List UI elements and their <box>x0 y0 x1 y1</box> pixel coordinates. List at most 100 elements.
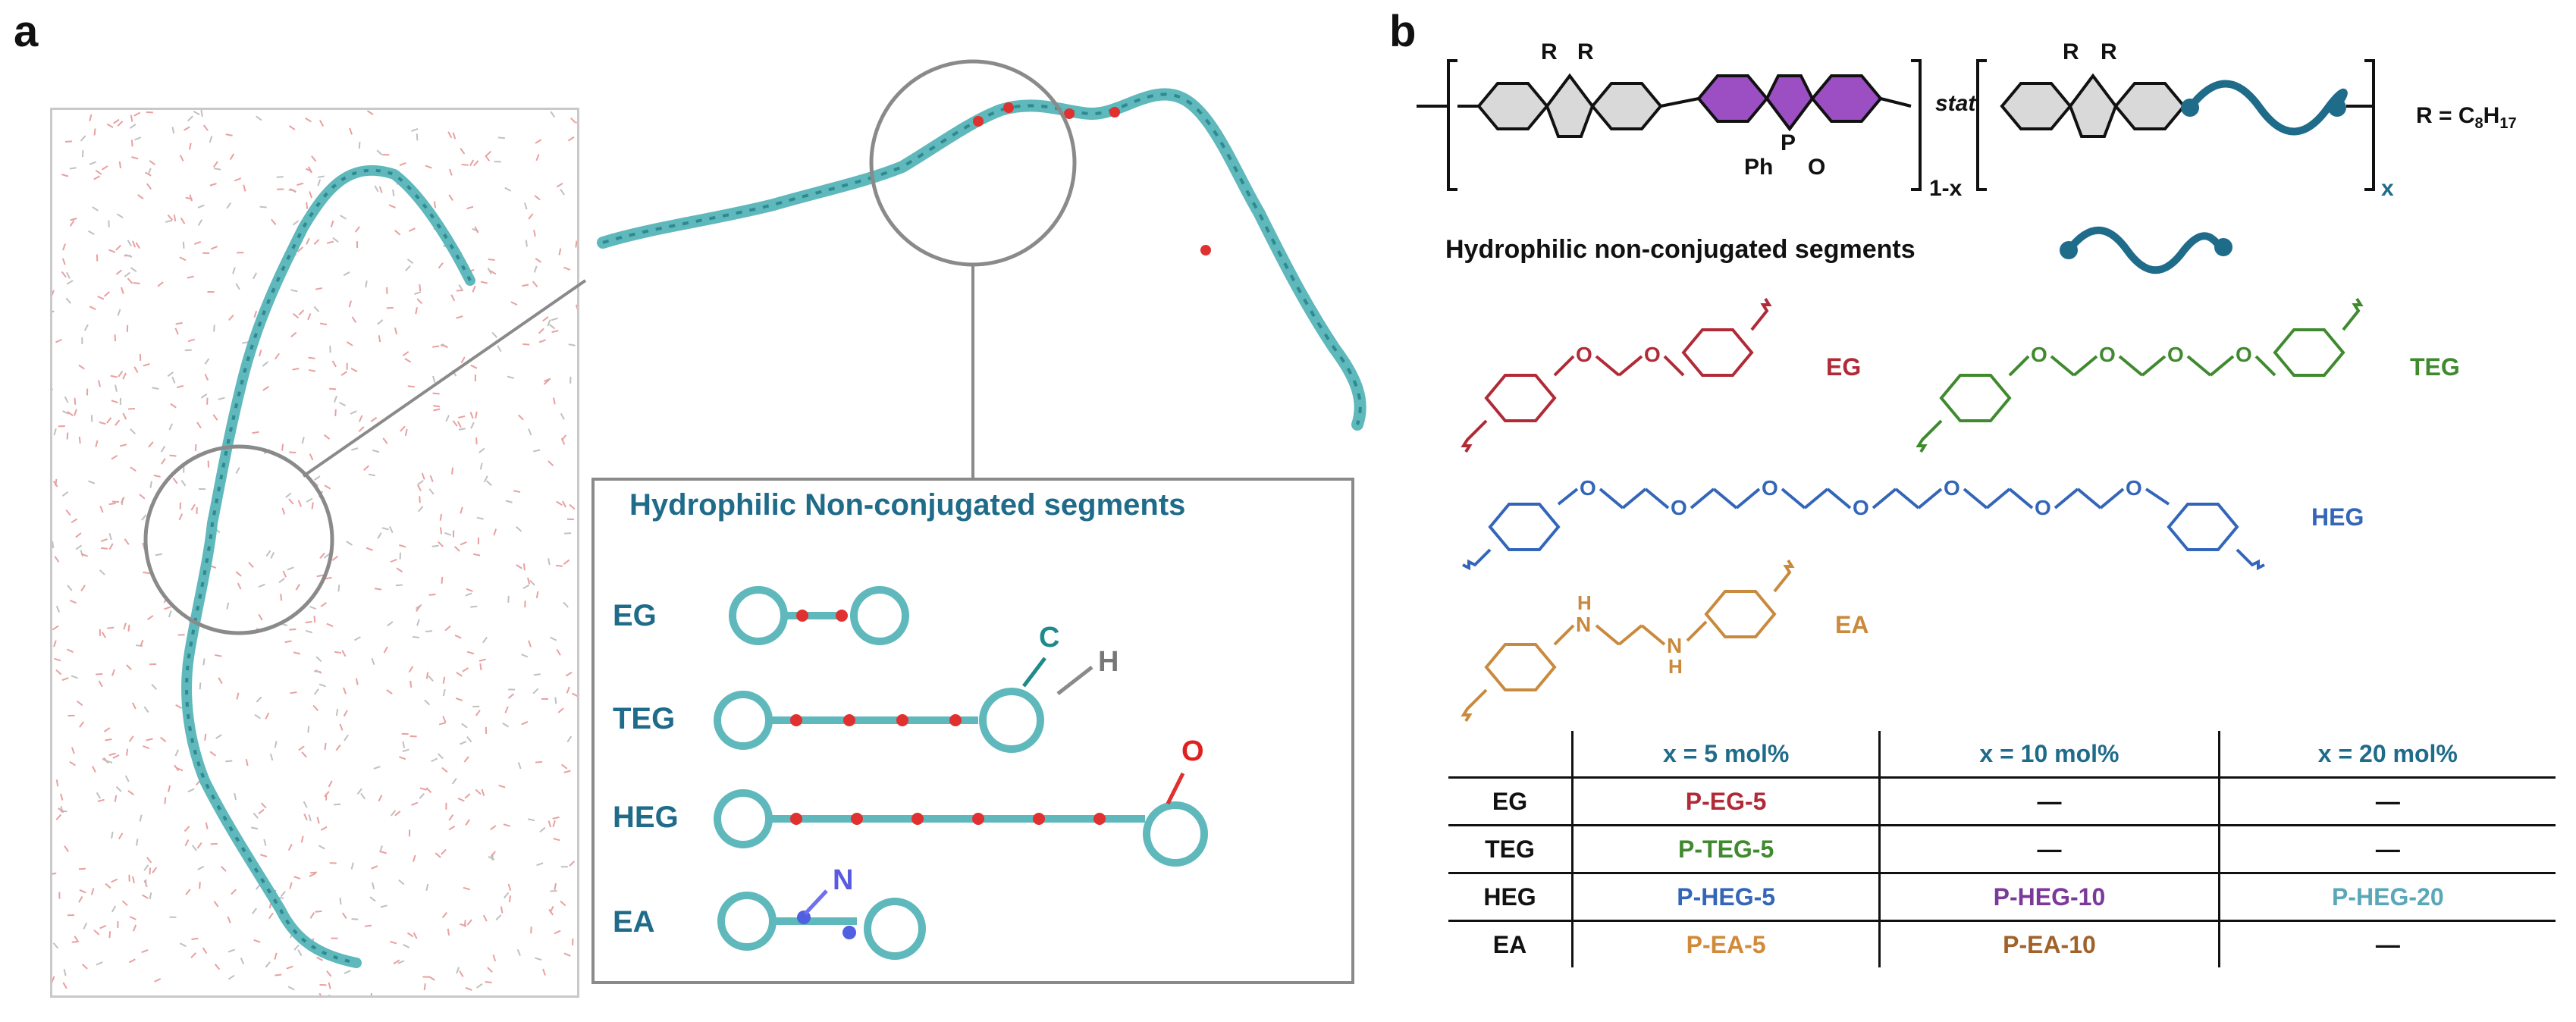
water-molecule <box>274 741 278 748</box>
water-molecule <box>525 240 528 247</box>
water-molecule <box>171 127 175 134</box>
water-molecule <box>108 931 111 939</box>
water-molecule <box>370 992 373 995</box>
water-molecule <box>550 636 557 641</box>
water-molecule <box>225 760 233 763</box>
water-molecule <box>115 269 123 275</box>
water-molecule <box>253 812 259 819</box>
water-molecule <box>535 139 542 144</box>
water-molecule <box>377 319 384 325</box>
water-molecule <box>323 434 331 440</box>
water-molecule <box>563 559 570 565</box>
water-molecule <box>309 606 317 610</box>
water-molecule <box>153 474 161 478</box>
water-molecule <box>74 409 77 416</box>
water-molecule <box>64 845 69 852</box>
water-molecule <box>448 825 456 831</box>
water-molecule <box>297 182 304 187</box>
water-molecule <box>556 649 561 656</box>
water-molecule <box>371 657 375 666</box>
water-molecule <box>389 526 394 534</box>
water-molecule <box>326 622 334 628</box>
water-molecule <box>565 672 573 677</box>
water-molecule <box>121 287 124 294</box>
water-molecule <box>96 672 103 676</box>
water-molecule <box>225 133 233 136</box>
water-molecule <box>83 922 88 930</box>
water-molecule <box>118 161 122 169</box>
water-molecule <box>341 650 347 657</box>
water-molecule <box>258 809 265 815</box>
water-molecule <box>235 571 242 577</box>
water-molecule <box>313 239 320 246</box>
water-molecule <box>465 986 472 991</box>
water-molecule <box>516 526 522 532</box>
water-molecule <box>498 785 506 788</box>
water-molecule <box>149 481 152 488</box>
water-molecule <box>70 218 77 221</box>
dibenzophosphole-oxide-unit <box>1696 74 1883 132</box>
water-molecule <box>563 266 571 271</box>
teg-structure <box>1916 297 2364 453</box>
water-molecule <box>93 930 100 936</box>
water-molecule <box>372 882 375 889</box>
water-molecule <box>413 932 418 939</box>
water-molecule <box>548 558 551 566</box>
water-molecule <box>408 666 414 673</box>
water-molecule <box>209 136 213 143</box>
water-molecule <box>149 867 152 875</box>
water-molecule <box>346 541 353 546</box>
water-molecule <box>343 271 350 277</box>
water-molecule <box>563 770 571 773</box>
water-molecule <box>522 563 526 571</box>
water-molecule <box>458 428 466 431</box>
water-molecule <box>503 823 510 827</box>
water-molecule <box>387 621 394 627</box>
water-molecule <box>197 204 205 208</box>
water-molecule <box>326 240 334 244</box>
water-molecule <box>218 397 225 400</box>
water-molecule <box>111 400 118 404</box>
water-molecule <box>334 409 337 417</box>
water-molecule <box>293 876 301 880</box>
water-molecule <box>360 792 366 800</box>
water-molecule <box>460 741 467 745</box>
water-molecule <box>450 294 456 302</box>
water-molecule <box>560 189 566 196</box>
water-molecule <box>67 585 73 591</box>
water-molecule <box>523 202 528 210</box>
water-molecule <box>202 947 208 955</box>
eg-structure <box>1461 297 1772 453</box>
table-header-20mol: x = 20 mol% <box>2217 731 2556 778</box>
water-molecule <box>265 961 271 968</box>
water-molecule <box>175 321 183 325</box>
water-molecule <box>293 651 301 655</box>
water-molecule <box>554 697 557 704</box>
water-molecule <box>200 393 208 399</box>
water-molecule <box>319 552 325 559</box>
water-molecule <box>213 901 219 908</box>
water-molecule <box>392 189 395 196</box>
water-molecule <box>139 814 143 822</box>
water-molecule <box>366 110 374 115</box>
water-molecule <box>235 467 240 474</box>
water-molecule <box>566 735 573 743</box>
water-molecule <box>55 779 59 787</box>
water-molecule <box>528 640 532 647</box>
water-molecule <box>490 851 496 857</box>
segment-label-ea: EA <box>613 905 655 939</box>
water-molecule <box>317 179 322 187</box>
water-molecule <box>99 569 105 575</box>
water-molecule <box>66 280 74 285</box>
water-molecule <box>258 350 262 357</box>
water-molecule <box>179 155 184 162</box>
water-molecule <box>117 309 121 316</box>
water-molecule <box>402 748 409 753</box>
water-molecule <box>570 117 576 124</box>
heg-oxygen-4: O <box>1853 496 1869 519</box>
water-molecule <box>134 136 142 141</box>
ea-nh-n-2: N <box>1667 634 1683 657</box>
water-molecule <box>417 480 424 485</box>
water-molecule <box>236 692 240 700</box>
water-molecule <box>405 265 411 271</box>
